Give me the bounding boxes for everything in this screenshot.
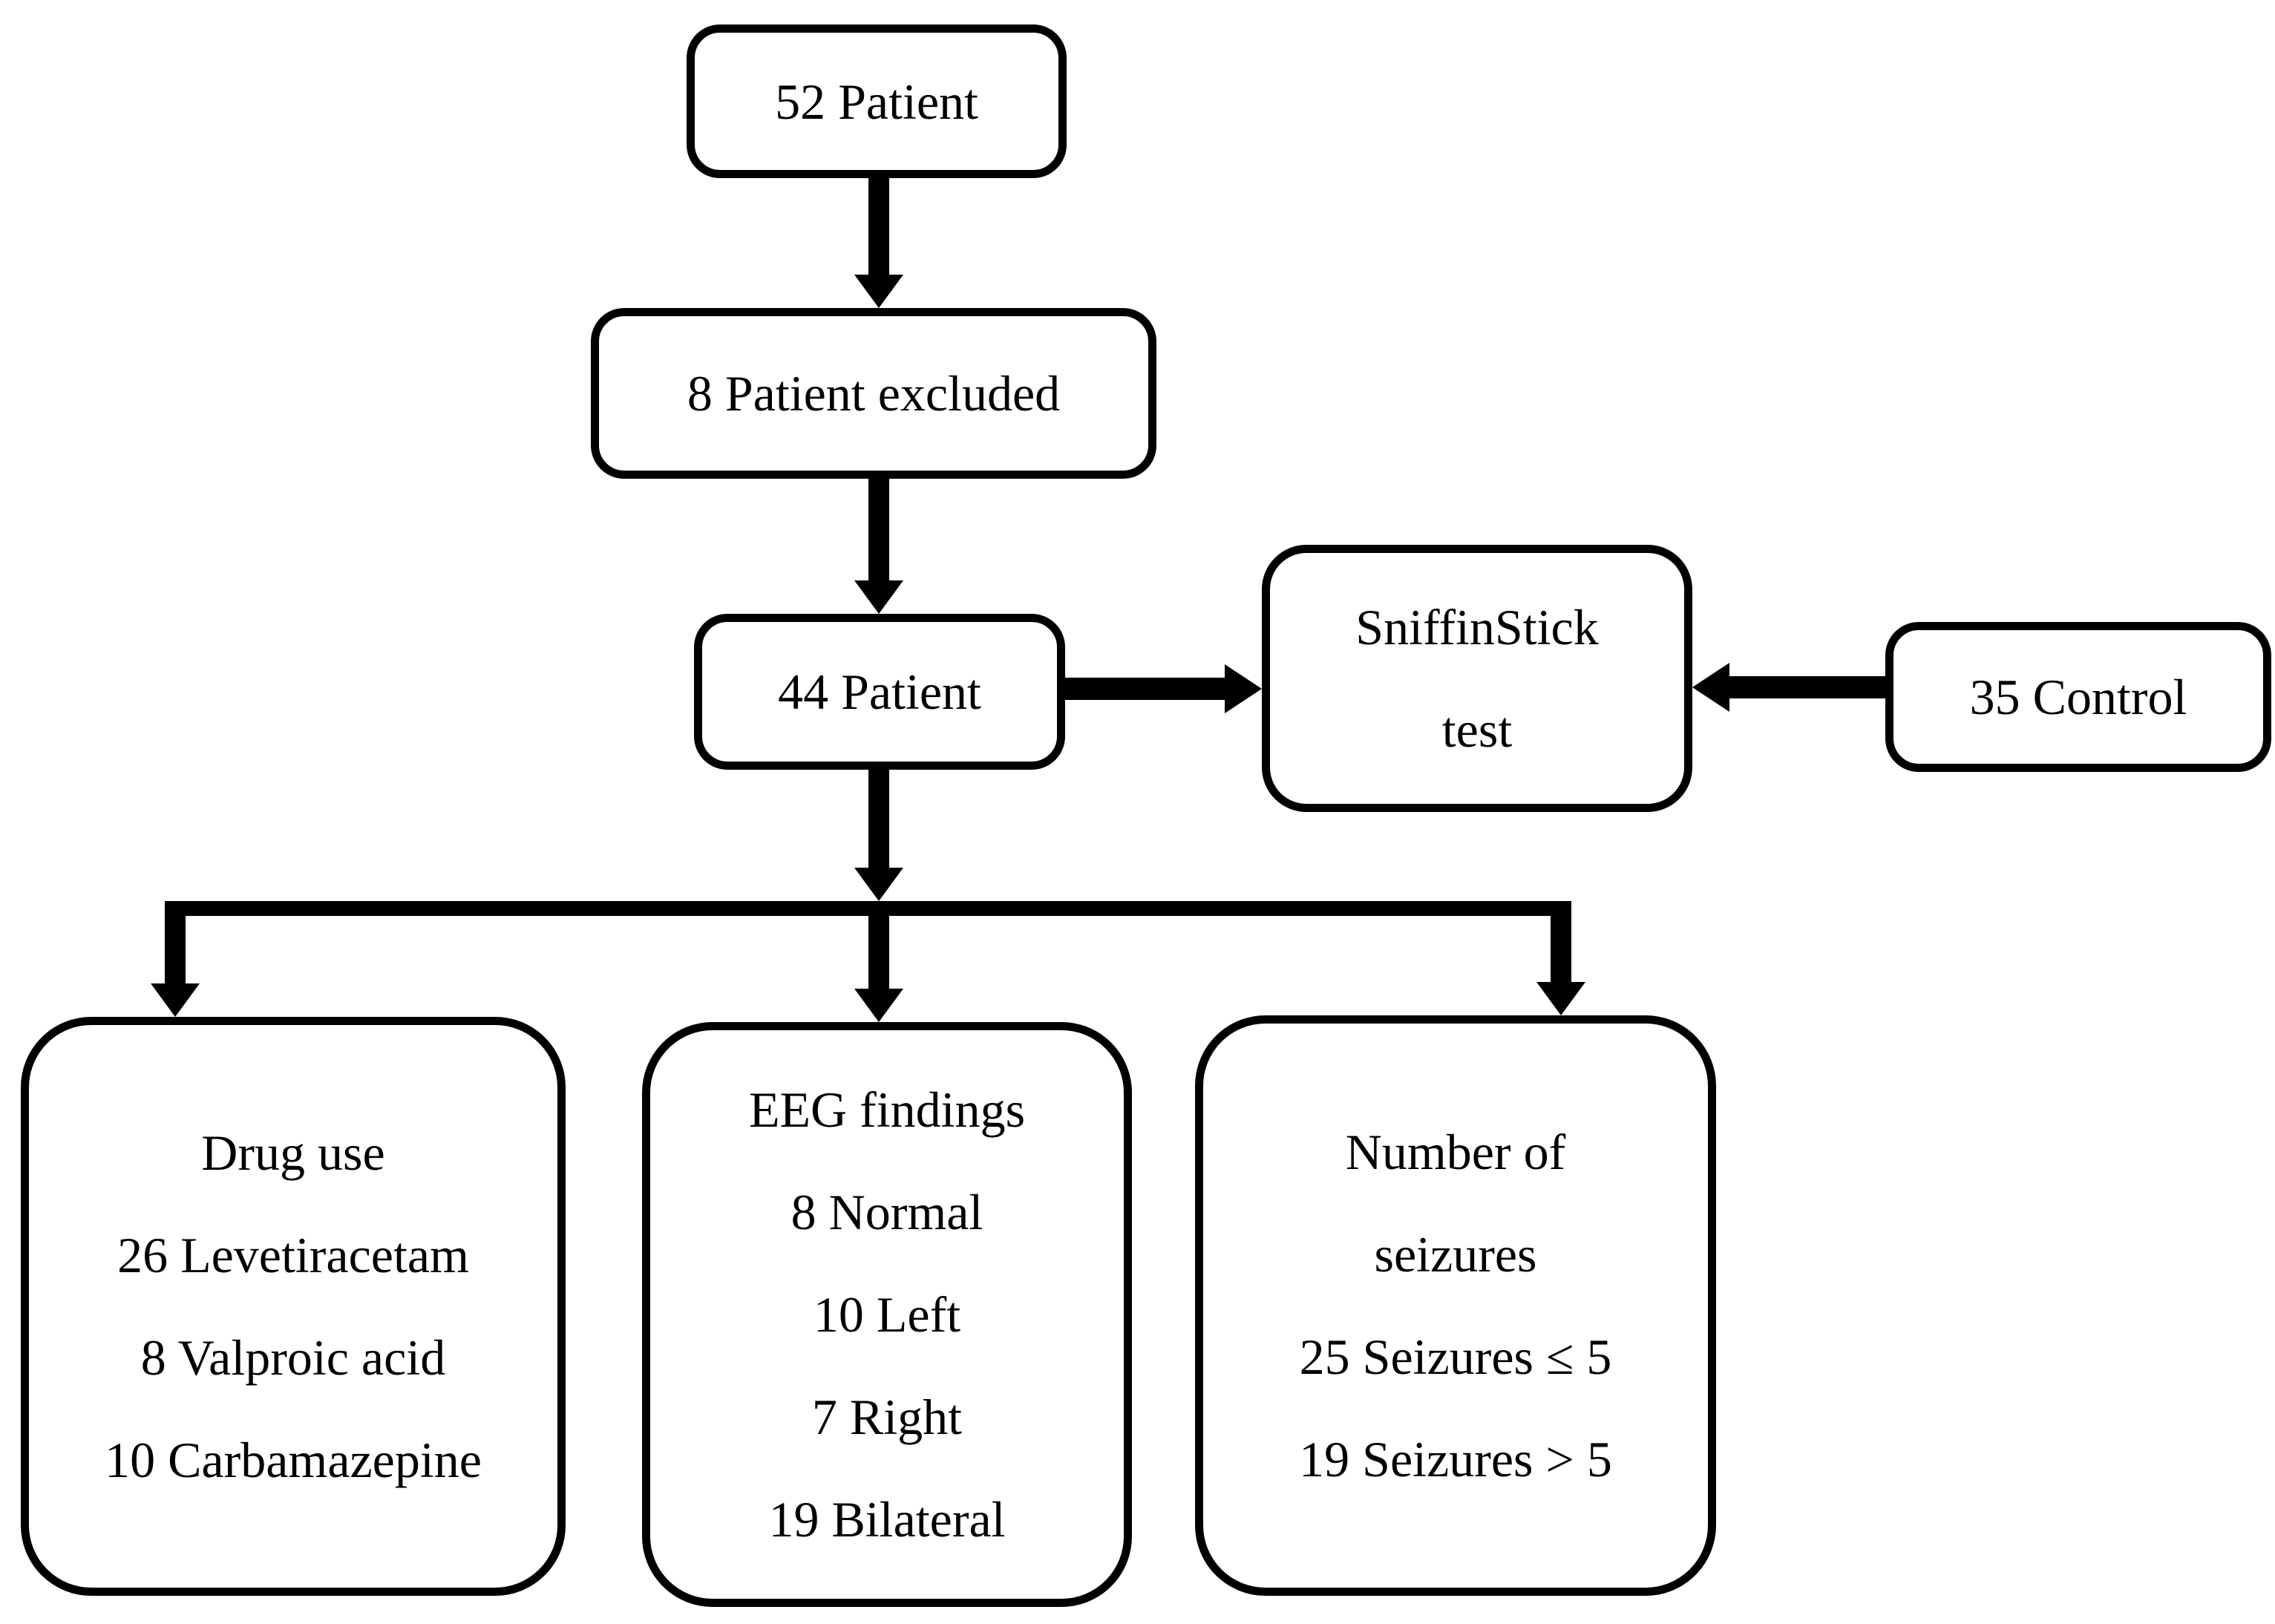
arrow-control-to-test-shaft (1729, 676, 1885, 698)
sniffin-stick-test-box: SniffinStick test (1262, 545, 1692, 812)
seizures-gt-5: 19 Seizures > 5 (1299, 1431, 1612, 1487)
seizures-lte-5: 25 Seizures ≤ 5 (1299, 1329, 1612, 1385)
sniffin-stick-test-label-line1: SniffinStick (1355, 599, 1599, 655)
branch-bar (165, 901, 1571, 916)
arrow-branch-to-drug-shaft (165, 916, 186, 983)
arrow-included-to-test-head-icon (1225, 664, 1262, 713)
arrow-branch-to-seizures-head-icon (1536, 982, 1585, 1015)
arrow-total-to-excluded-shaft (868, 178, 889, 275)
eeg-findings-left: 10 Left (813, 1286, 961, 1343)
control-group-label: 35 Control (1969, 669, 2187, 725)
patients-included-label: 44 Patient (778, 664, 981, 720)
arrow-control-to-test-head-icon (1692, 663, 1729, 712)
arrow-branch-to-drug-head-icon (151, 983, 200, 1017)
seizures-title-line2: seizures (1374, 1226, 1537, 1283)
eeg-findings-bilateral: 19 Bilateral (768, 1491, 1006, 1548)
patients-excluded-box: 8 Patient excluded (591, 308, 1156, 479)
drug-use-valproic-acid: 8 Valproic acid (140, 1329, 446, 1386)
control-group-box: 35 Control (1885, 622, 2271, 772)
arrow-excluded-to-included-shaft (868, 479, 889, 580)
eeg-findings-right: 7 Right (811, 1389, 963, 1445)
patients-included-box: 44 Patient (694, 614, 1065, 770)
sniffin-stick-test-label-line2: test (1441, 701, 1513, 758)
eeg-findings-title: EEG findings (748, 1081, 1026, 1138)
drug-use-title: Drug use (201, 1124, 385, 1181)
patients-total-label: 52 Patient (775, 73, 978, 130)
arrow-branch-to-eeg-head-icon (854, 989, 903, 1022)
arrow-excluded-to-included-head-icon (854, 580, 903, 614)
arrow-included-to-branch-shaft (868, 770, 889, 868)
eeg-findings-normal: 8 Normal (790, 1184, 983, 1240)
drug-use-levetiracetam: 26 Levetiracetam (117, 1227, 469, 1283)
arrow-included-to-test-shaft (1065, 678, 1225, 700)
drug-use-box: Drug use 26 Levetiracetam 8 Valproic aci… (21, 1017, 566, 1596)
arrow-included-to-branch-head-icon (854, 868, 903, 901)
arrow-branch-to-eeg-shaft (868, 916, 889, 989)
drug-use-carbamazepine: 10 Carbamazepine (105, 1432, 482, 1488)
arrow-branch-to-seizures-shaft (1551, 916, 1571, 982)
patients-excluded-label: 8 Patient excluded (687, 365, 1061, 422)
patients-total-box: 52 Patient (687, 24, 1067, 178)
eeg-findings-box: EEG findings 8 Normal 10 Left 7 Right 19… (642, 1022, 1132, 1607)
number-of-seizures-box: Number of seizures 25 Seizures ≤ 5 19 Se… (1195, 1015, 1716, 1596)
arrow-total-to-excluded-head-icon (854, 275, 903, 308)
seizures-title-line1: Number of (1345, 1124, 1566, 1180)
